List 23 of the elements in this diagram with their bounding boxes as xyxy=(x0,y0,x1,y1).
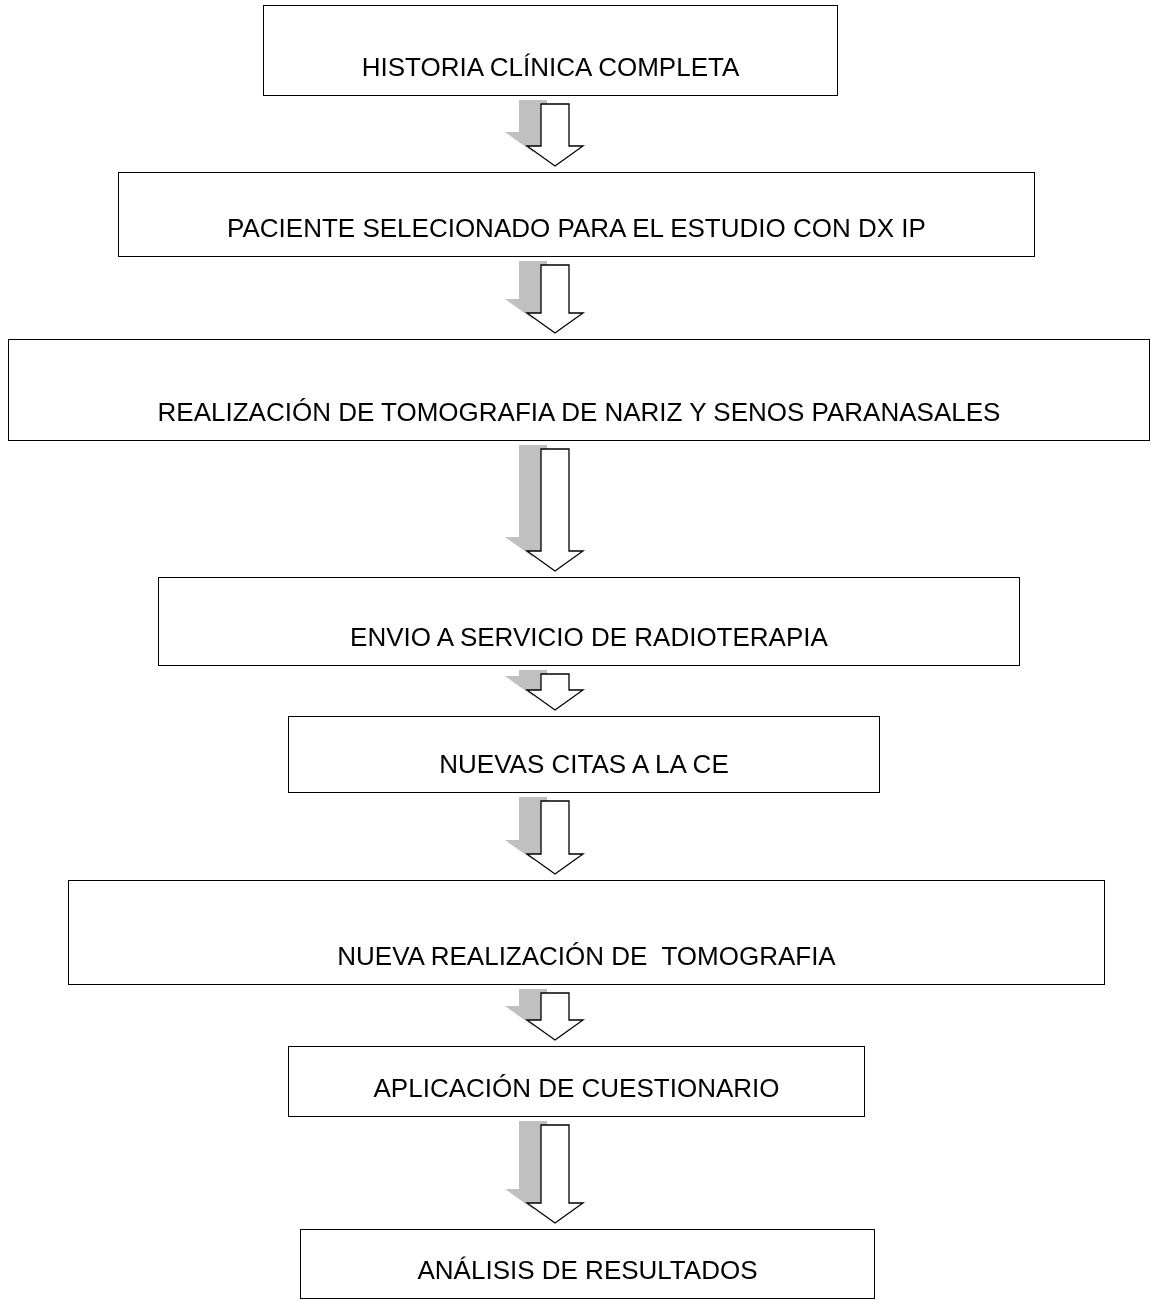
process-box xyxy=(263,5,838,96)
process-box xyxy=(158,577,1020,666)
step-text: REALIZACIÓN DE TOMOGRAFIA DE NARIZ Y SENOS PARANASALES xyxy=(157,395,1001,428)
block-arrow xyxy=(505,797,586,875)
step-text: PACIENTE SELECIONADO PARA EL ESTUDIO CON DX IP xyxy=(227,211,926,244)
block-arrow xyxy=(505,989,586,1041)
block-arrow xyxy=(505,1121,586,1224)
process-box xyxy=(300,1229,875,1299)
block-arrow xyxy=(505,445,586,572)
step-text: APLICACIÓN DE CUESTIONARIO xyxy=(373,1071,780,1104)
block-arrow xyxy=(505,670,586,711)
step-text: NUEVA REALIZACIÓN DE TOMOGRAFIA xyxy=(337,939,836,972)
step-text: NUEVAS CITAS A LA CE xyxy=(439,747,729,780)
process-box xyxy=(118,172,1035,257)
process-box xyxy=(8,339,1150,441)
step-text: ENVIO A SERVICIO DE RADIOTERAPIA xyxy=(350,620,828,653)
step-text: HISTORIA CLÍNICA COMPLETA xyxy=(361,50,740,83)
process-box xyxy=(288,1046,865,1117)
block-arrow xyxy=(505,261,586,334)
step-text: ANÁLISIS DE RESULTADOS xyxy=(417,1253,758,1286)
process-box xyxy=(288,716,880,793)
process-box xyxy=(68,880,1105,985)
block-arrow xyxy=(505,100,586,167)
